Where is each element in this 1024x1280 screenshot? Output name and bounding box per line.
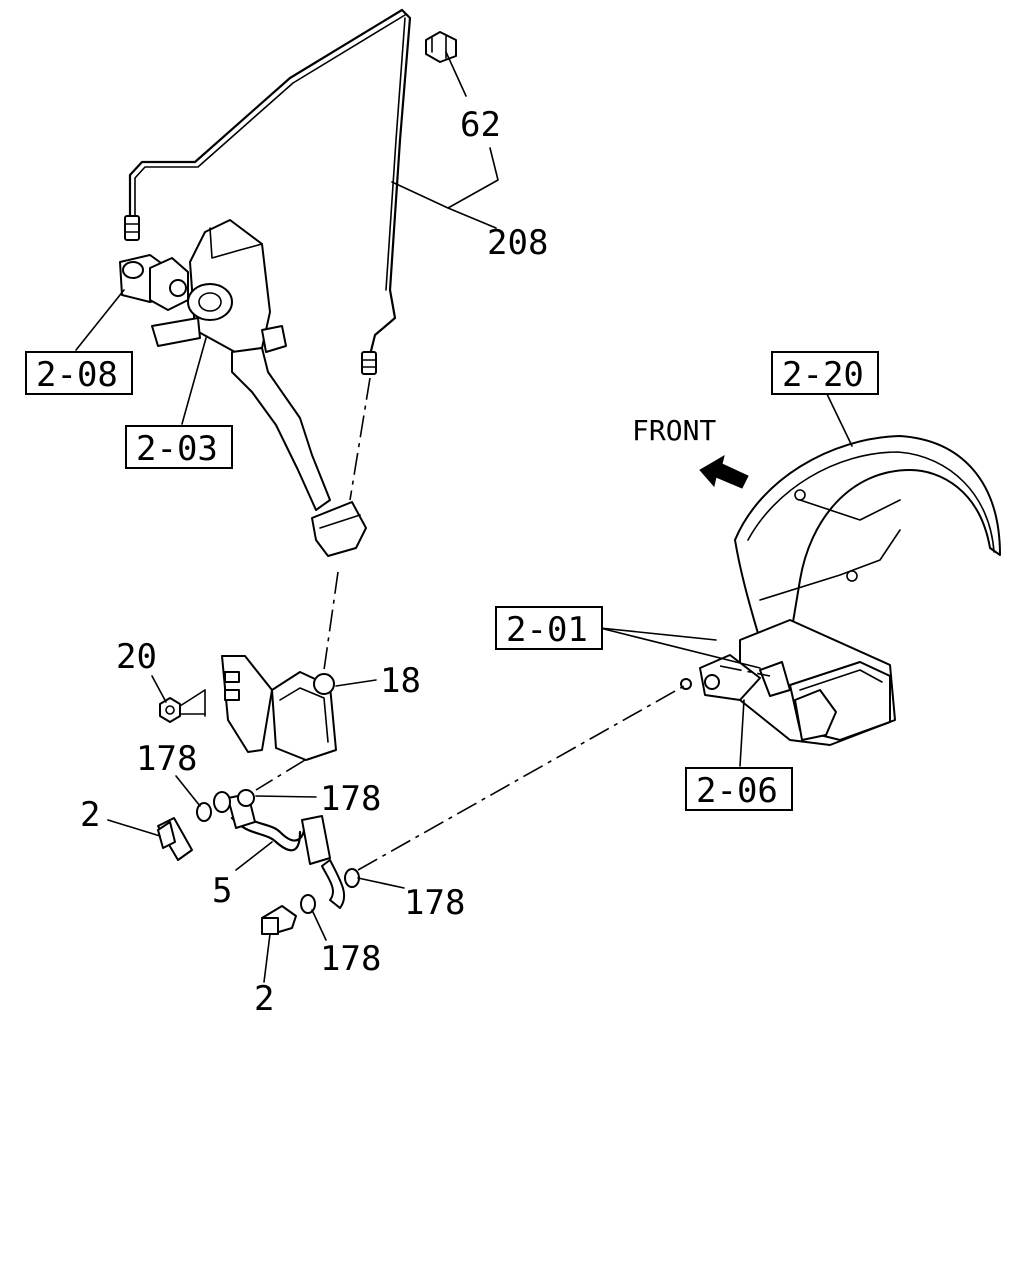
alignment-lines bbox=[255, 377, 771, 871]
label-178-b: 178 bbox=[320, 779, 381, 819]
transmission-housing bbox=[680, 435, 1001, 746]
ref-box-2-06 bbox=[685, 767, 793, 811]
label-2-20: 2-20 bbox=[782, 355, 864, 395]
label-178-a: 178 bbox=[136, 739, 197, 779]
label-2-b: 2 bbox=[254, 979, 274, 1019]
pipe-clip-62 bbox=[425, 31, 457, 63]
washers-178 bbox=[196, 789, 360, 914]
front-arrow-icon bbox=[699, 454, 749, 489]
ref-box-2-01 bbox=[495, 606, 603, 650]
clutch-hose-5 bbox=[227, 793, 346, 909]
label-18: 18 bbox=[380, 661, 421, 701]
label-2-03: 2-03 bbox=[136, 429, 218, 469]
label-208: 208 bbox=[487, 223, 548, 263]
label-178-c: 178 bbox=[404, 883, 465, 923]
label-2-01: 2-01 bbox=[506, 610, 588, 650]
nut-20 bbox=[159, 689, 206, 723]
pipe-fitting-lower bbox=[361, 351, 377, 375]
clutch-damper-18 bbox=[221, 655, 337, 761]
label-20: 20 bbox=[116, 637, 157, 677]
banjo-bolt-upper bbox=[157, 817, 193, 861]
ref-box-2-08 bbox=[25, 351, 133, 395]
label-5: 5 bbox=[212, 871, 232, 911]
banjo-bolt-lower bbox=[261, 905, 297, 935]
clutch-master-cylinder bbox=[119, 254, 189, 311]
leader-lines bbox=[75, 51, 853, 983]
ref-box-2-03 bbox=[125, 425, 233, 469]
label-2-08: 2-08 bbox=[36, 355, 118, 395]
clutch-pedal-assembly bbox=[151, 219, 367, 557]
label-62: 62 bbox=[460, 105, 501, 145]
clutch-pipe-208 bbox=[128, 8, 412, 357]
label-front: FRONT bbox=[632, 414, 716, 447]
pipe-fitting-upper bbox=[124, 215, 140, 241]
label-2-a: 2 bbox=[80, 795, 100, 835]
ref-box-2-20 bbox=[771, 351, 879, 395]
label-2-06: 2-06 bbox=[696, 771, 778, 811]
label-178-d: 178 bbox=[320, 939, 381, 979]
